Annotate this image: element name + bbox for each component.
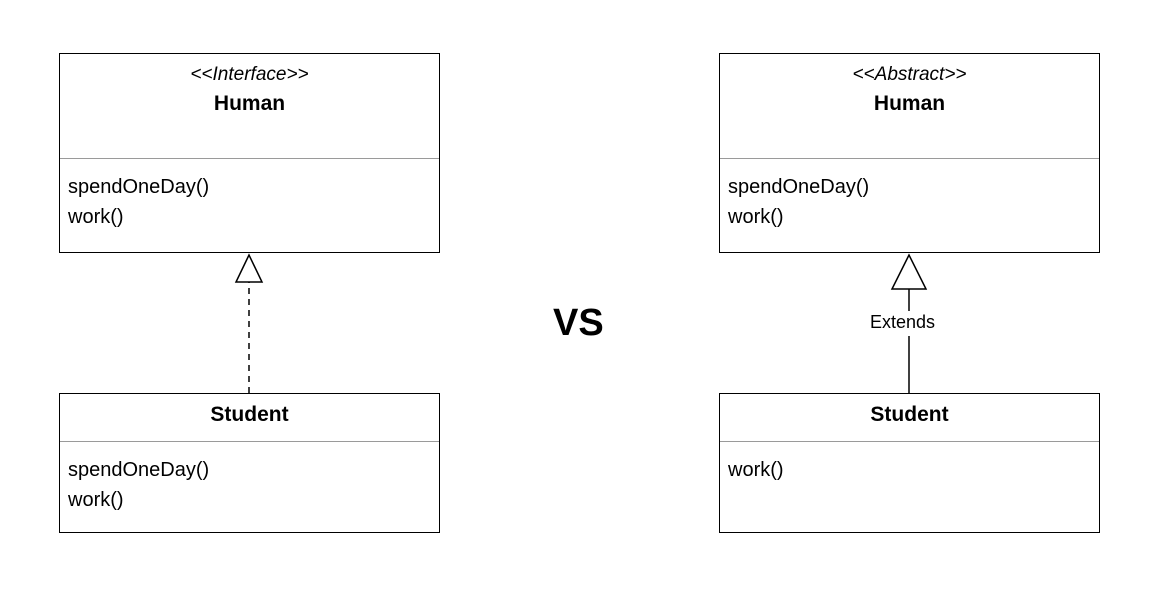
left-student-name: Student bbox=[210, 403, 289, 426]
vs-label: VS bbox=[553, 302, 604, 344]
interface-stereotype: <<Interface>> bbox=[190, 64, 309, 85]
method-spend-one-day: spendOneDay() bbox=[728, 176, 870, 198]
class-divider bbox=[720, 441, 1099, 442]
method-work: work() bbox=[728, 459, 784, 481]
method-work: work() bbox=[728, 206, 784, 228]
right-student-class: Student work() bbox=[719, 393, 1100, 533]
class-divider bbox=[60, 158, 439, 159]
realization-arrowhead-icon bbox=[234, 253, 264, 283]
method-work: work() bbox=[68, 489, 124, 511]
abstract-stereotype: <<Abstract>> bbox=[852, 64, 967, 85]
generalization-arrowhead-icon bbox=[890, 253, 928, 290]
extends-label: Extends bbox=[868, 312, 938, 333]
left-student-class: Student spendOneDay() work() bbox=[59, 393, 440, 533]
method-spend-one-day: spendOneDay() bbox=[68, 176, 210, 198]
right-student-name: Student bbox=[870, 403, 949, 426]
abstract-human-name: Human bbox=[873, 92, 946, 115]
method-spend-one-day: spendOneDay() bbox=[68, 459, 210, 481]
class-divider bbox=[720, 158, 1099, 159]
method-work: work() bbox=[68, 206, 124, 228]
abstract-human-class: <<Abstract>> Human spendOneDay() work() bbox=[719, 53, 1100, 253]
class-divider bbox=[60, 441, 439, 442]
interface-human-class: <<Interface>> Human spendOneDay() work() bbox=[59, 53, 440, 253]
interface-human-name: Human bbox=[213, 92, 286, 115]
